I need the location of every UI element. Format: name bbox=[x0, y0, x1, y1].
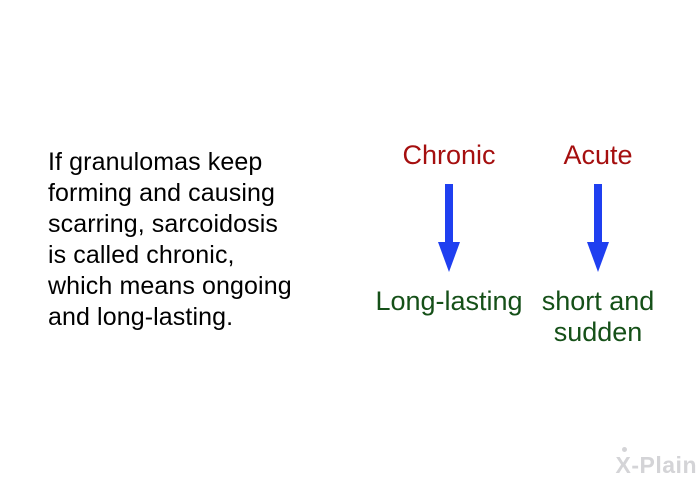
body-text-line: If granulomas keep bbox=[48, 148, 263, 176]
diagram-column-acute: Acute short and sudden bbox=[528, 140, 668, 348]
body-text-line: which means ongoing bbox=[48, 272, 292, 300]
xplain-logo: X-Plain bbox=[615, 447, 697, 479]
arrow-head bbox=[587, 242, 609, 272]
arrow-head bbox=[438, 242, 460, 272]
term-chronic-label: Chronic bbox=[402, 140, 496, 170]
arrow-shaft bbox=[445, 184, 453, 246]
body-text-line: is called chronic, bbox=[48, 241, 235, 269]
down-arrow-icon bbox=[587, 184, 609, 272]
body-text: If granulomas keep forming and causing s… bbox=[48, 147, 338, 333]
term-acute-label: Acute bbox=[563, 140, 633, 170]
arrow-shaft bbox=[594, 184, 602, 246]
body-text-line: scarring, sarcoidosis bbox=[48, 210, 278, 238]
xplain-logo-text: -Plain bbox=[631, 452, 697, 478]
result-acute-label: short and sudden bbox=[541, 286, 655, 347]
body-text-line: forming and causing bbox=[48, 179, 276, 207]
down-arrow-icon bbox=[438, 184, 460, 272]
result-chronic-label: Long-lasting bbox=[375, 286, 523, 316]
body-text-line: and long-lasting. bbox=[48, 303, 234, 331]
diagram-column-chronic: Chronic Long-lasting bbox=[374, 140, 524, 317]
xplain-person-icon: X bbox=[615, 447, 632, 478]
